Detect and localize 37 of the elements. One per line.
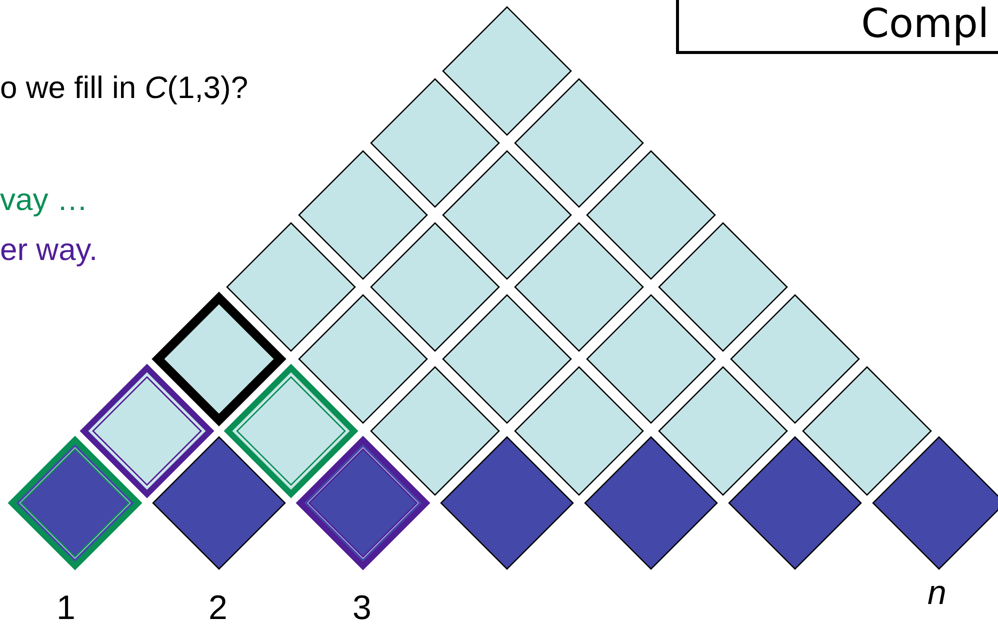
diamond-cell	[226, 222, 356, 352]
diamond-cell	[370, 78, 500, 208]
diamond-cell	[298, 150, 428, 280]
question-text: o we fill in C(1,3)?	[0, 70, 248, 106]
dark-diamond-cell	[584, 436, 718, 570]
diamond-cell	[514, 78, 644, 208]
diamond-cell	[730, 294, 860, 424]
dark-diamond-cell	[728, 436, 862, 570]
title-box	[676, 0, 998, 54]
diamond-cell	[586, 150, 716, 280]
dark-diamond-cell	[8, 436, 142, 570]
diamond-cell	[442, 150, 572, 280]
diamond-cell	[224, 364, 358, 498]
title-text: Compl	[861, 0, 989, 49]
diamond-cell	[80, 364, 214, 498]
index-label: 1	[56, 590, 76, 626]
diamond-cell	[298, 294, 428, 424]
note-text: vay …	[0, 182, 88, 218]
dark-diamond-cell	[152, 436, 286, 570]
diamond-cell	[370, 222, 500, 352]
diamond-cell	[514, 222, 644, 352]
diamond-cell	[152, 292, 286, 426]
index-label: 3	[352, 590, 372, 626]
diamond-cell	[658, 366, 788, 496]
note-text: er way.	[0, 232, 98, 268]
diamond-cell	[586, 294, 716, 424]
diamond-cell	[802, 366, 932, 496]
diamond-cell	[370, 366, 500, 496]
dark-diamond-cell	[296, 436, 430, 570]
diamond-cell	[514, 366, 644, 496]
index-label: n	[928, 575, 946, 611]
index-label: 2	[208, 590, 228, 626]
diamond-cell	[442, 294, 572, 424]
diamond-cell	[442, 6, 572, 136]
dark-diamond-cell	[872, 436, 998, 570]
dark-diamond-cell	[440, 436, 574, 570]
diamond-cell	[658, 222, 788, 352]
